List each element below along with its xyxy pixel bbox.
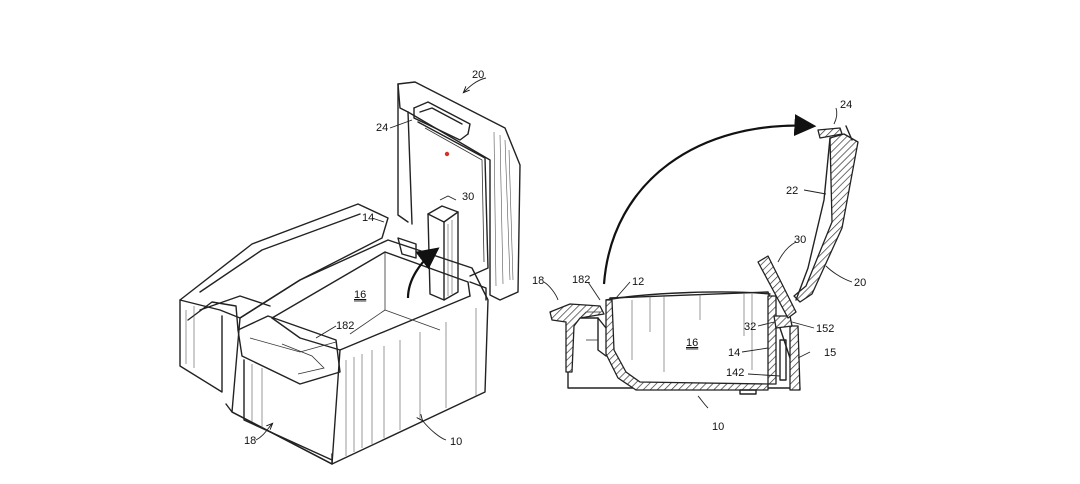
label-lid-panel-right: 22	[786, 185, 798, 197]
label-lid-left: 20	[472, 69, 484, 81]
label-insert-left: 30	[462, 191, 474, 203]
label-outer-wall-right: 15	[824, 347, 836, 359]
label-handle-left: 24	[376, 122, 388, 134]
label-front-right: 18	[532, 275, 544, 287]
insert-section	[757, 255, 797, 319]
label-tray-left: 182	[336, 320, 354, 332]
label-insert-right: 30	[794, 234, 806, 246]
label-pin-right: 32	[744, 321, 756, 333]
label-wall-left: 14	[362, 212, 374, 224]
lid-section	[793, 133, 859, 303]
right-rotation-arrow	[602, 114, 817, 285]
right-wall-section	[767, 295, 777, 385]
label-notch-right: 152	[816, 323, 834, 335]
right-view-drawing	[543, 107, 859, 409]
label-lid-right: 20	[854, 277, 866, 289]
left-view-drawing	[179, 77, 521, 465]
front-flange-section	[549, 303, 605, 373]
container-body	[179, 203, 489, 465]
label-tray-right: 182	[572, 274, 590, 286]
label-front-left: 18	[244, 435, 256, 447]
outer-wall-section	[789, 325, 801, 391]
lid-open	[397, 81, 521, 301]
label-wall-right: 14	[728, 347, 740, 359]
label-cavity-right: 16	[686, 337, 698, 349]
label-base-right: 10	[712, 421, 724, 433]
handle-section	[817, 127, 843, 139]
label-inner-wall-right: 142	[726, 367, 744, 379]
marker-dot	[444, 151, 450, 157]
label-base-left: 10	[450, 436, 462, 448]
label-handle-right: 24	[840, 99, 852, 111]
label-cavity-left: 16	[354, 289, 366, 301]
left-rotation-arrow	[406, 247, 440, 299]
label-rim-right: 12	[632, 276, 644, 288]
